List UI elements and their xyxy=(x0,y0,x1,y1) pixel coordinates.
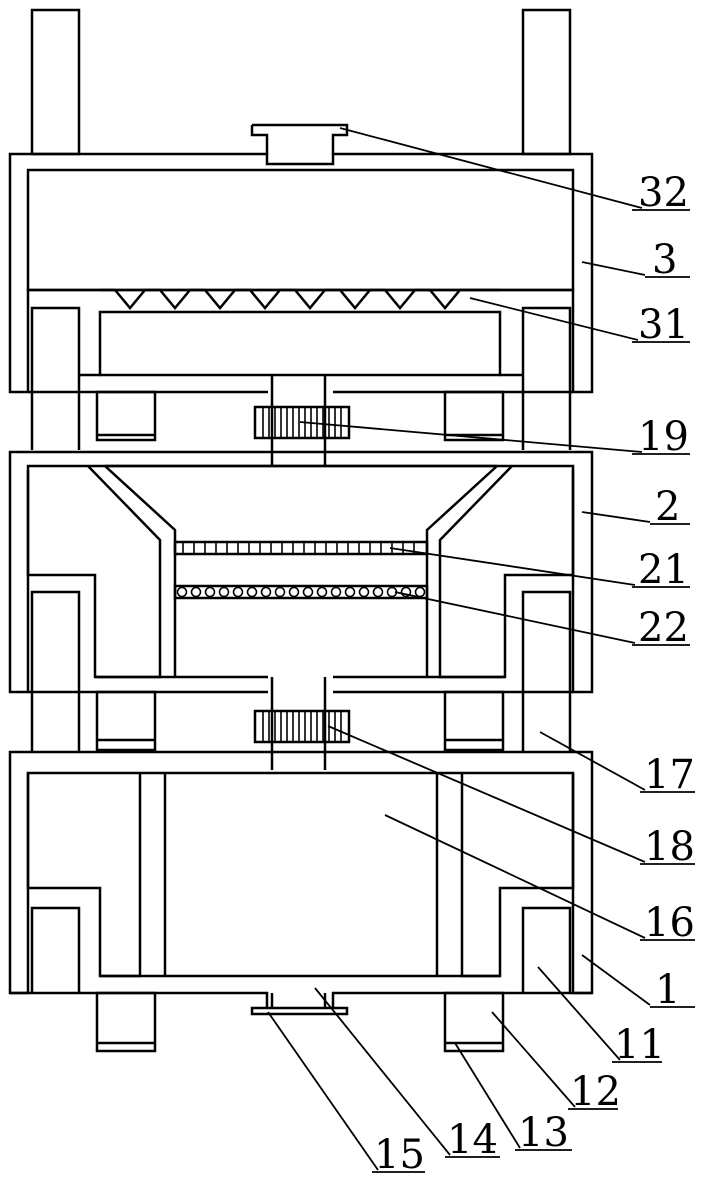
label-11: 11 xyxy=(614,1022,665,1068)
screen-22-hole xyxy=(316,586,328,598)
leader-12 xyxy=(491,1011,576,1108)
screen-22-hole xyxy=(400,586,412,598)
module-1-side-walls-11 xyxy=(30,906,572,993)
screen-22-hole xyxy=(302,586,314,598)
screen-22-hole xyxy=(274,586,286,598)
screen-22-hole xyxy=(372,586,384,598)
foot-left xyxy=(95,991,157,1053)
flange-15 xyxy=(250,1006,349,1016)
leader-2 xyxy=(581,511,651,523)
label-16: 16 xyxy=(644,900,695,946)
screen-22-hole xyxy=(288,586,300,598)
leader-32 xyxy=(339,127,643,209)
leader-3 xyxy=(581,261,646,276)
leader-15 xyxy=(267,1011,379,1171)
label-3: 3 xyxy=(652,237,677,283)
module-3-side-walls xyxy=(30,306,572,392)
foot-right-12 xyxy=(443,991,505,1053)
leader-21 xyxy=(389,547,636,586)
hopper xyxy=(104,464,498,677)
screen-22-hole xyxy=(414,586,426,598)
label-31: 31 xyxy=(638,302,689,348)
screen-22-hole xyxy=(330,586,342,598)
module-2-right-wall xyxy=(438,465,575,679)
label-21: 21 xyxy=(638,547,689,593)
screen-22-hole xyxy=(344,586,356,598)
leader-16 xyxy=(384,814,646,939)
label-1: 1 xyxy=(655,967,680,1013)
leader-11 xyxy=(537,966,621,1061)
screen-22-hole xyxy=(190,586,202,598)
leader-17 xyxy=(539,731,646,791)
cap-32 xyxy=(250,123,349,154)
module-2-bottom xyxy=(28,675,573,694)
label-2: 2 xyxy=(655,484,680,530)
module-2-shell xyxy=(8,450,594,694)
module-3-lower-block xyxy=(98,310,502,377)
module-3-bottom xyxy=(28,373,573,394)
top-right-post xyxy=(521,8,572,156)
leader-13 xyxy=(454,1042,521,1149)
label-12: 12 xyxy=(570,1069,621,1115)
module-3-chamber xyxy=(26,168,575,292)
module-1-right-wall xyxy=(460,773,575,978)
screen-22-hole xyxy=(204,586,216,598)
top-left-post xyxy=(30,8,81,156)
screen-22-hole xyxy=(218,586,230,598)
screen-22-hole xyxy=(246,586,258,598)
leader-18 xyxy=(327,725,646,863)
screen-22-hole xyxy=(232,586,244,598)
label-18: 18 xyxy=(644,824,695,870)
leader-1 xyxy=(581,954,651,1006)
label-13: 13 xyxy=(518,1110,569,1156)
gear-19 xyxy=(253,405,351,440)
spacer-right-1 xyxy=(443,390,505,442)
spacer-left-2 xyxy=(95,690,157,752)
module-1-bottom xyxy=(10,991,592,1008)
module-3-shell xyxy=(8,152,594,394)
leader-14 xyxy=(314,987,451,1156)
screen-22-hole xyxy=(358,586,370,598)
label-19: 19 xyxy=(638,414,689,460)
label-32: 32 xyxy=(638,170,689,216)
spacer-right-2 xyxy=(443,690,505,752)
module-2-side-walls xyxy=(30,590,572,692)
gear-18 xyxy=(253,709,351,744)
label-17: 17 xyxy=(644,752,695,798)
screen-22 xyxy=(173,584,429,600)
spacer-left-1 xyxy=(95,390,157,442)
leader-19 xyxy=(299,421,643,453)
screen-22-hole xyxy=(260,586,272,598)
label-14: 14 xyxy=(447,1117,498,1163)
leader-22 xyxy=(394,591,636,644)
label-22: 22 xyxy=(638,605,689,651)
leader-31 xyxy=(469,297,639,341)
zigzag-31 xyxy=(100,288,500,310)
screen-22-hole xyxy=(176,586,188,598)
module-1-left-wall xyxy=(26,773,142,978)
screen-21 xyxy=(173,540,429,556)
label-15: 15 xyxy=(374,1132,425,1178)
